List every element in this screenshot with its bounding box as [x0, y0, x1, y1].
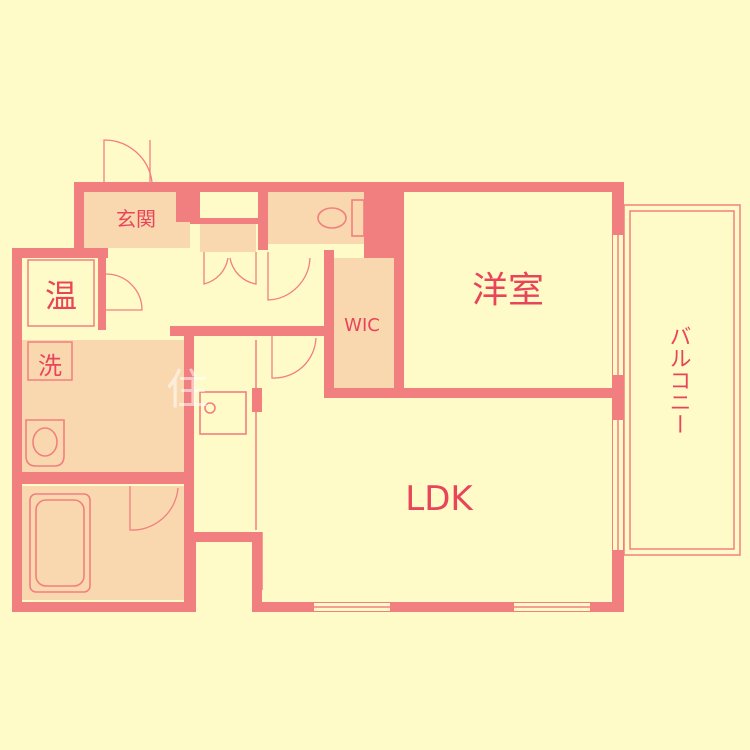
- wic-label: WIC: [344, 315, 380, 336]
- windows: [314, 235, 623, 611]
- kitchen-sink-icon: [199, 391, 247, 435]
- storage-floor: [200, 222, 256, 252]
- toilet-floor: [268, 192, 366, 244]
- sentaku-label: 洗: [38, 352, 62, 380]
- onsui-label: 温: [45, 277, 77, 315]
- genkan-label: 玄関: [116, 207, 156, 231]
- bathroom-floor: [22, 486, 184, 600]
- toilet-icon: [317, 199, 365, 237]
- wic-floor: [332, 258, 394, 394]
- water-heater-box: [27, 259, 95, 327]
- washer-box: [27, 341, 73, 381]
- watermark-text: 住: [166, 365, 208, 414]
- bathtub-icon: [29, 493, 91, 593]
- doors: [103, 139, 399, 590]
- youshitsu-label: 洋室: [472, 270, 544, 311]
- fixtures: [25, 199, 365, 593]
- balcony-label: バルコニー: [666, 325, 691, 435]
- genkan-floor: [82, 190, 190, 248]
- washroom-floor: [22, 340, 184, 474]
- sink-icon: [25, 419, 65, 467]
- interior-walls: [22, 190, 620, 608]
- ldk-label: LDK: [405, 479, 474, 519]
